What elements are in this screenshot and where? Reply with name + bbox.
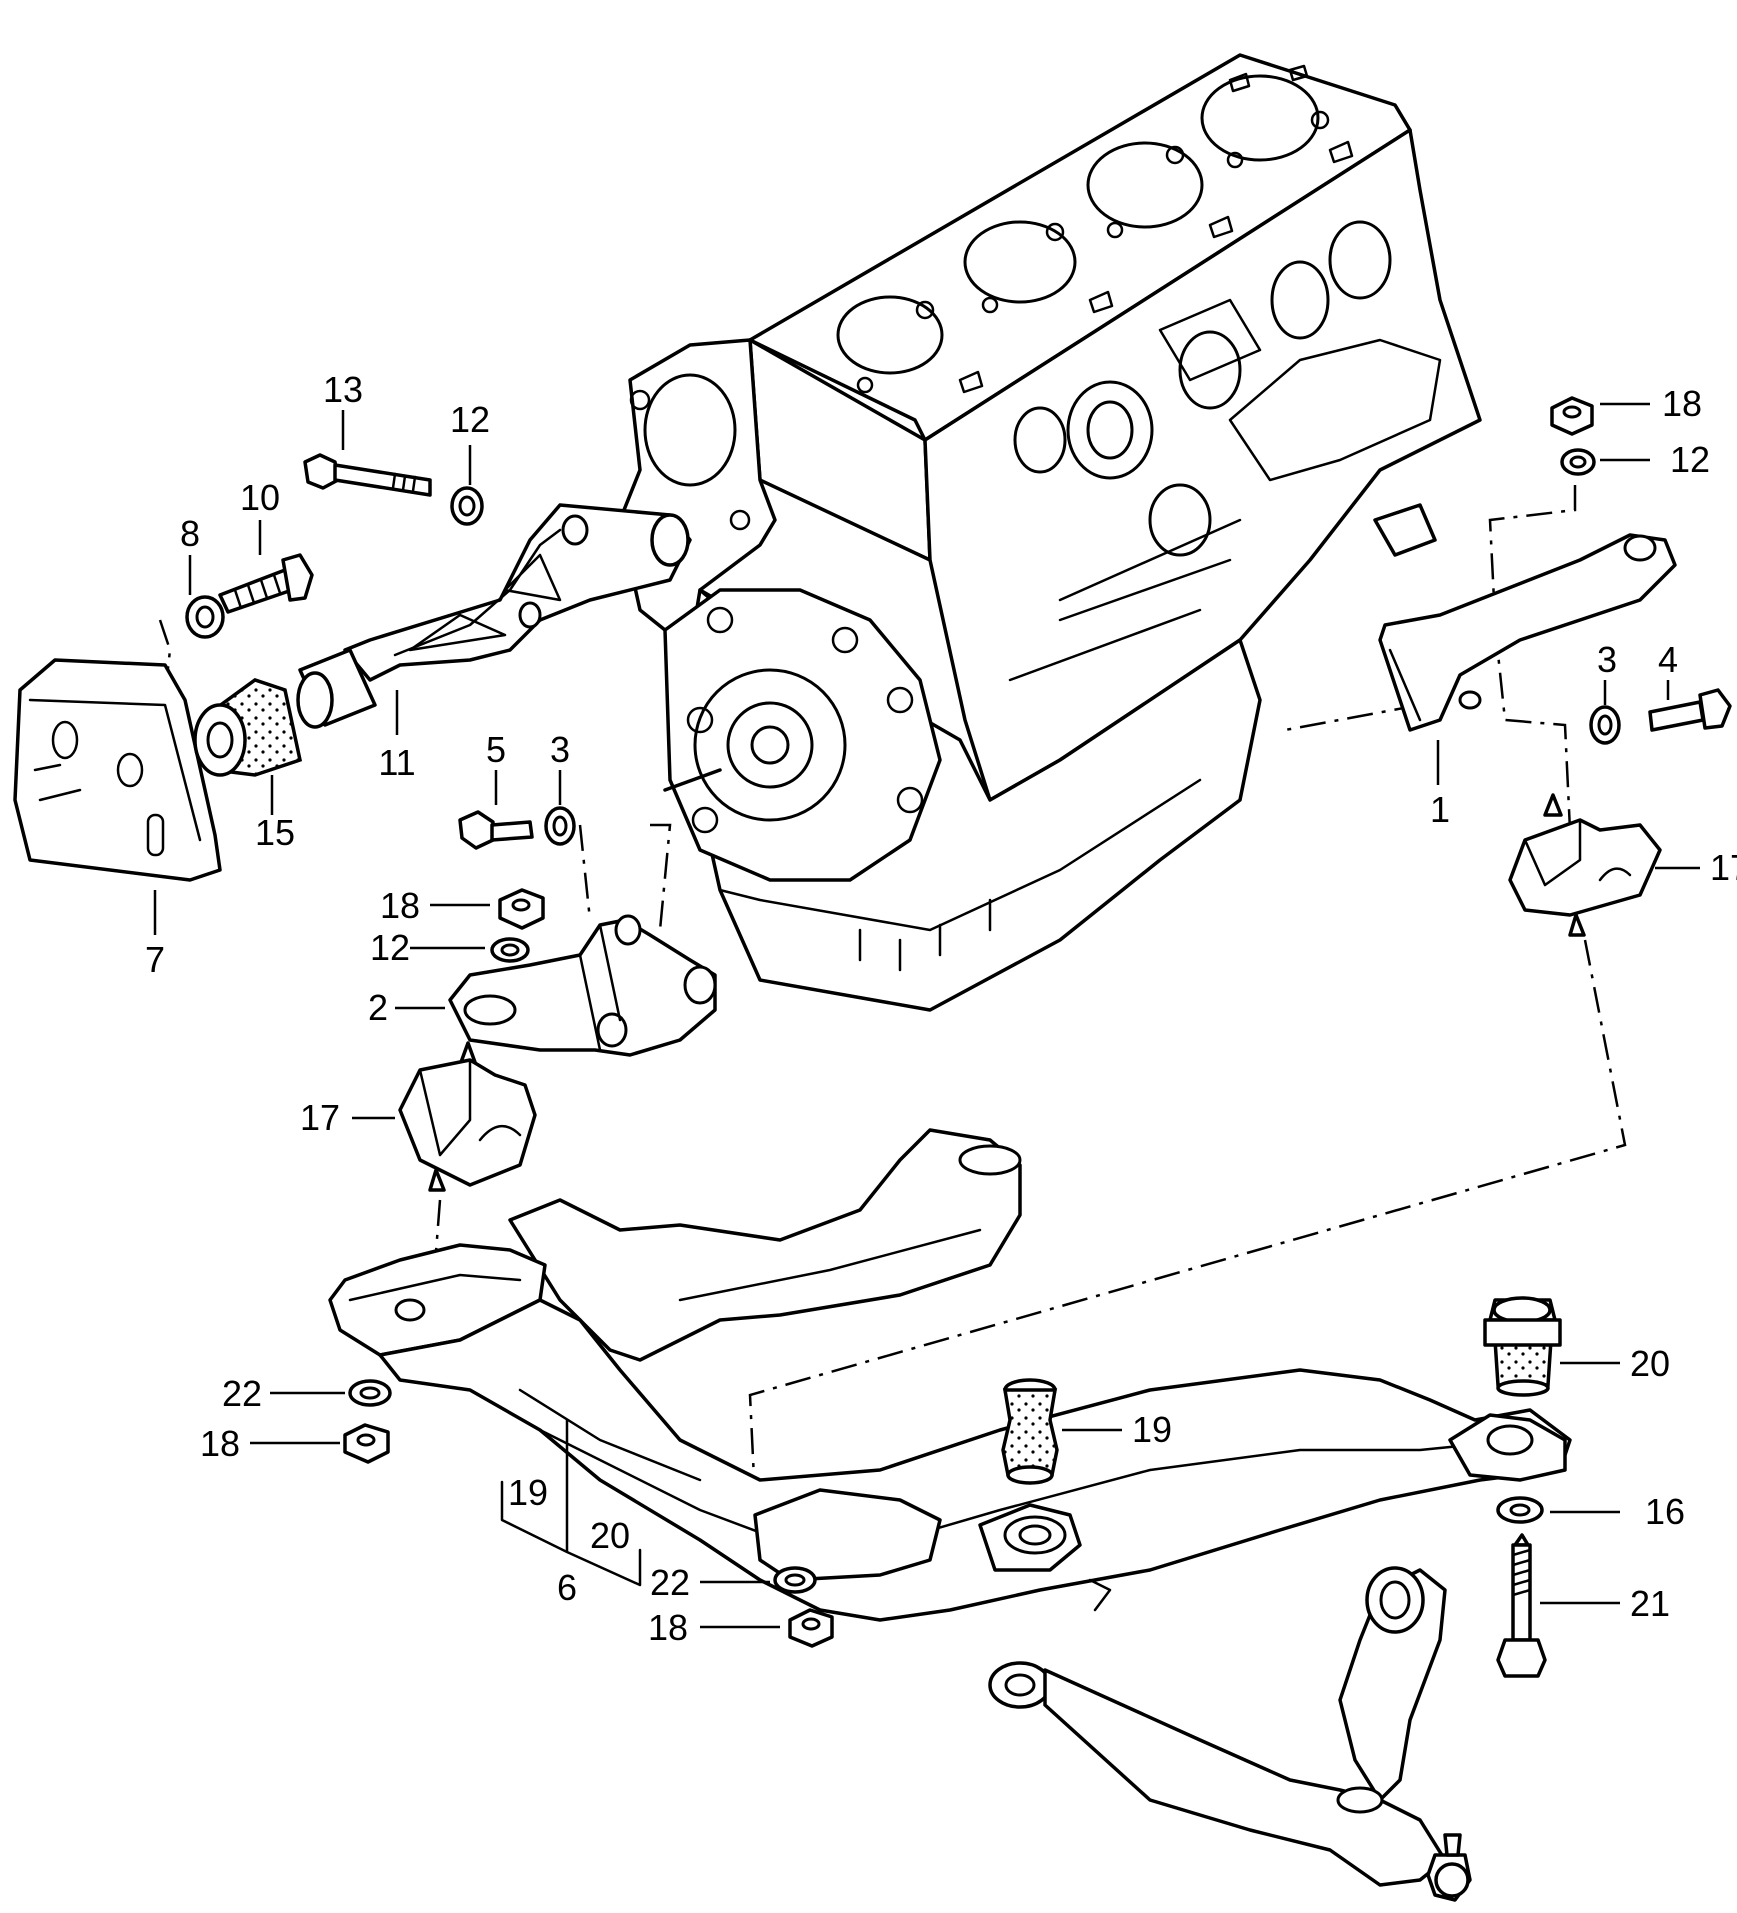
bolt-13 — [303, 453, 432, 497]
callout-20: 20 — [590, 1515, 630, 1556]
callout-7: 7 — [145, 939, 165, 980]
nut-18-bottom-mid — [788, 1608, 834, 1648]
leader-lines — [153, 402, 1700, 1629]
washer-12-mid — [490, 937, 530, 963]
callout-18: 18 — [380, 885, 420, 926]
callout-19: 19 — [1132, 1409, 1172, 1450]
callout-19: 19 — [508, 1472, 548, 1513]
engine-block — [618, 53, 1482, 1012]
nut-18-top-right — [1550, 396, 1594, 436]
bolt-10 — [218, 553, 314, 614]
washer-22-mid — [773, 1566, 817, 1594]
engine-bracket-2 — [448, 914, 717, 1057]
bushing-20 — [1483, 1296, 1562, 1397]
washer-3-left — [544, 806, 576, 846]
callout-17: 17 — [1710, 847, 1737, 888]
callout-15: 15 — [255, 812, 295, 853]
callout-labels: 1 2 3 3 4 5 6 7 8 10 11 12 12 12 13 15 1… — [145, 369, 1737, 1648]
bolt-5 — [458, 810, 534, 850]
callout-3: 3 — [1597, 639, 1617, 680]
bolt-21 — [1496, 1533, 1547, 1678]
washer-12-right — [1560, 448, 1596, 476]
bushing-19 — [1001, 1378, 1059, 1485]
washer-16 — [1496, 1496, 1544, 1524]
nut-18-left — [498, 888, 545, 930]
callout-21: 21 — [1630, 1583, 1670, 1624]
callout-22: 22 — [650, 1562, 690, 1603]
washer-22-left — [348, 1379, 392, 1407]
callout-18: 18 — [200, 1423, 240, 1464]
wishbone — [988, 1566, 1472, 1902]
callout-20: 20 — [1630, 1343, 1670, 1384]
support-arm-11 — [296, 503, 692, 729]
callout-4: 4 — [1658, 639, 1678, 680]
callout-6: 6 — [557, 1567, 577, 1608]
callout-10: 10 — [240, 477, 280, 518]
engine-mount-17-right — [1508, 793, 1662, 937]
callout-2: 2 — [368, 987, 388, 1028]
callout-22: 22 — [222, 1373, 262, 1414]
callout-3: 3 — [550, 729, 570, 770]
nut-18-bottom-left — [343, 1423, 390, 1464]
callout-17: 17 — [300, 1097, 340, 1138]
timing-pulley — [663, 588, 942, 882]
callout-11: 11 — [378, 742, 415, 783]
washer-3-right — [1589, 705, 1621, 745]
callout-13: 13 — [323, 369, 363, 410]
callout-1: 1 — [1430, 789, 1450, 830]
callout-16: 16 — [1645, 1491, 1685, 1532]
callout-12: 12 — [450, 399, 490, 440]
callout-12: 12 — [370, 927, 410, 968]
bolt-4 — [1648, 688, 1732, 732]
front-cover-plate — [13, 658, 222, 882]
washer-8 — [185, 595, 225, 639]
callout-5: 5 — [486, 729, 506, 770]
callout-12: 12 — [1670, 439, 1710, 480]
callout-18: 18 — [1662, 383, 1702, 424]
subframe-6 — [328, 1128, 1572, 1622]
engine-mount-17-left — [398, 1041, 537, 1192]
engine-bracket-1 — [1378, 533, 1677, 732]
callout-8: 8 — [180, 513, 200, 554]
bushing-15 — [193, 678, 303, 777]
washer-12-top — [450, 486, 484, 526]
callout-18: 18 — [648, 1607, 688, 1648]
